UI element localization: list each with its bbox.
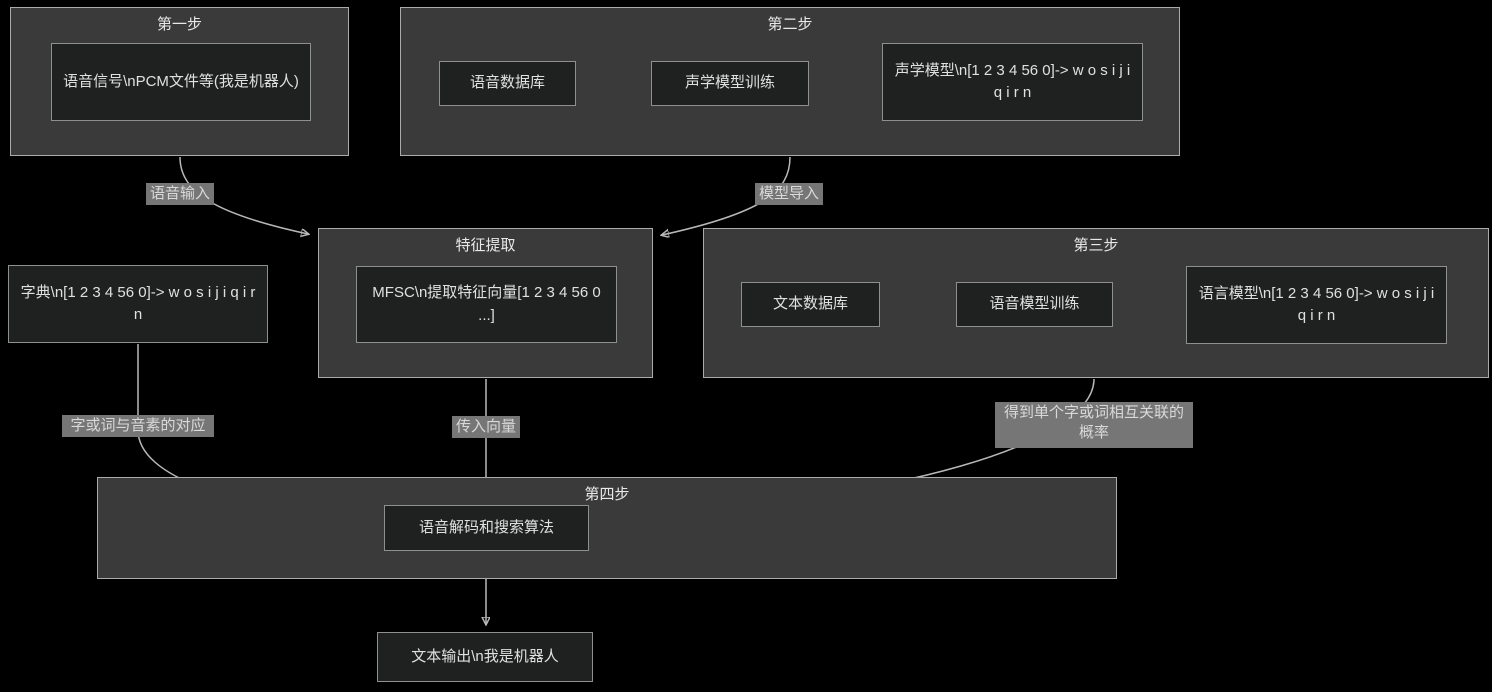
cluster-step2: 第二步 语音数据库 声学模型训练 声学模型\n[1 2 3 4 56 0]-> …	[400, 7, 1180, 156]
edge-label-probability: 得到单个字或词相互关联的概率	[995, 402, 1193, 448]
cluster-step4-title: 第四步	[584, 486, 630, 503]
cluster-step2-title: 第二步	[767, 16, 813, 33]
node-text-db: 文本数据库	[741, 282, 880, 327]
node-acoustic-train: 声学模型训练	[651, 61, 809, 106]
cluster-step3: 第三步 文本数据库 语音模型训练 语言模型\n[1 2 3 4 56 0]-> …	[703, 228, 1489, 378]
node-acoustic-model: 声学模型\n[1 2 3 4 56 0]-> w o s i j i q i r…	[882, 43, 1143, 121]
cluster-feature-title: 特征提取	[455, 237, 516, 254]
node-voice-db: 语音数据库	[439, 61, 576, 106]
edge-label-model-import: 模型导入	[755, 183, 823, 205]
cluster-step1-title: 第一步	[156, 16, 202, 33]
node-output: 文本输出\n我是机器人	[377, 632, 593, 682]
node-speech-signal: 语音信号\nPCM文件等(我是机器人)	[51, 43, 311, 121]
edge-label-pass-vector: 传入向量	[452, 416, 520, 438]
node-lang-model: 语言模型\n[1 2 3 4 56 0]-> w o s i j i q i r…	[1186, 266, 1447, 344]
cluster-step3-title: 第三步	[1073, 237, 1119, 254]
cluster-step4: 第四步 语音解码和搜索算法	[97, 477, 1117, 579]
node-decoder: 语音解码和搜索算法	[384, 505, 589, 551]
cluster-feature: 特征提取 MFSC\n提取特征向量[1 2 3 4 56 0 ...]	[318, 228, 653, 378]
node-lang-train: 语音模型训练	[956, 282, 1113, 327]
edge-label-dict-mapping: 字或词与音素的对应	[62, 415, 214, 437]
node-dict: 字典\n[1 2 3 4 56 0]-> w o s i j i q i r n	[8, 265, 268, 343]
cluster-step1: 第一步 语音信号\nPCM文件等(我是机器人)	[10, 7, 349, 156]
node-mfsc: MFSC\n提取特征向量[1 2 3 4 56 0 ...]	[356, 266, 617, 343]
edge-label-voice-input: 语音输入	[146, 183, 214, 205]
